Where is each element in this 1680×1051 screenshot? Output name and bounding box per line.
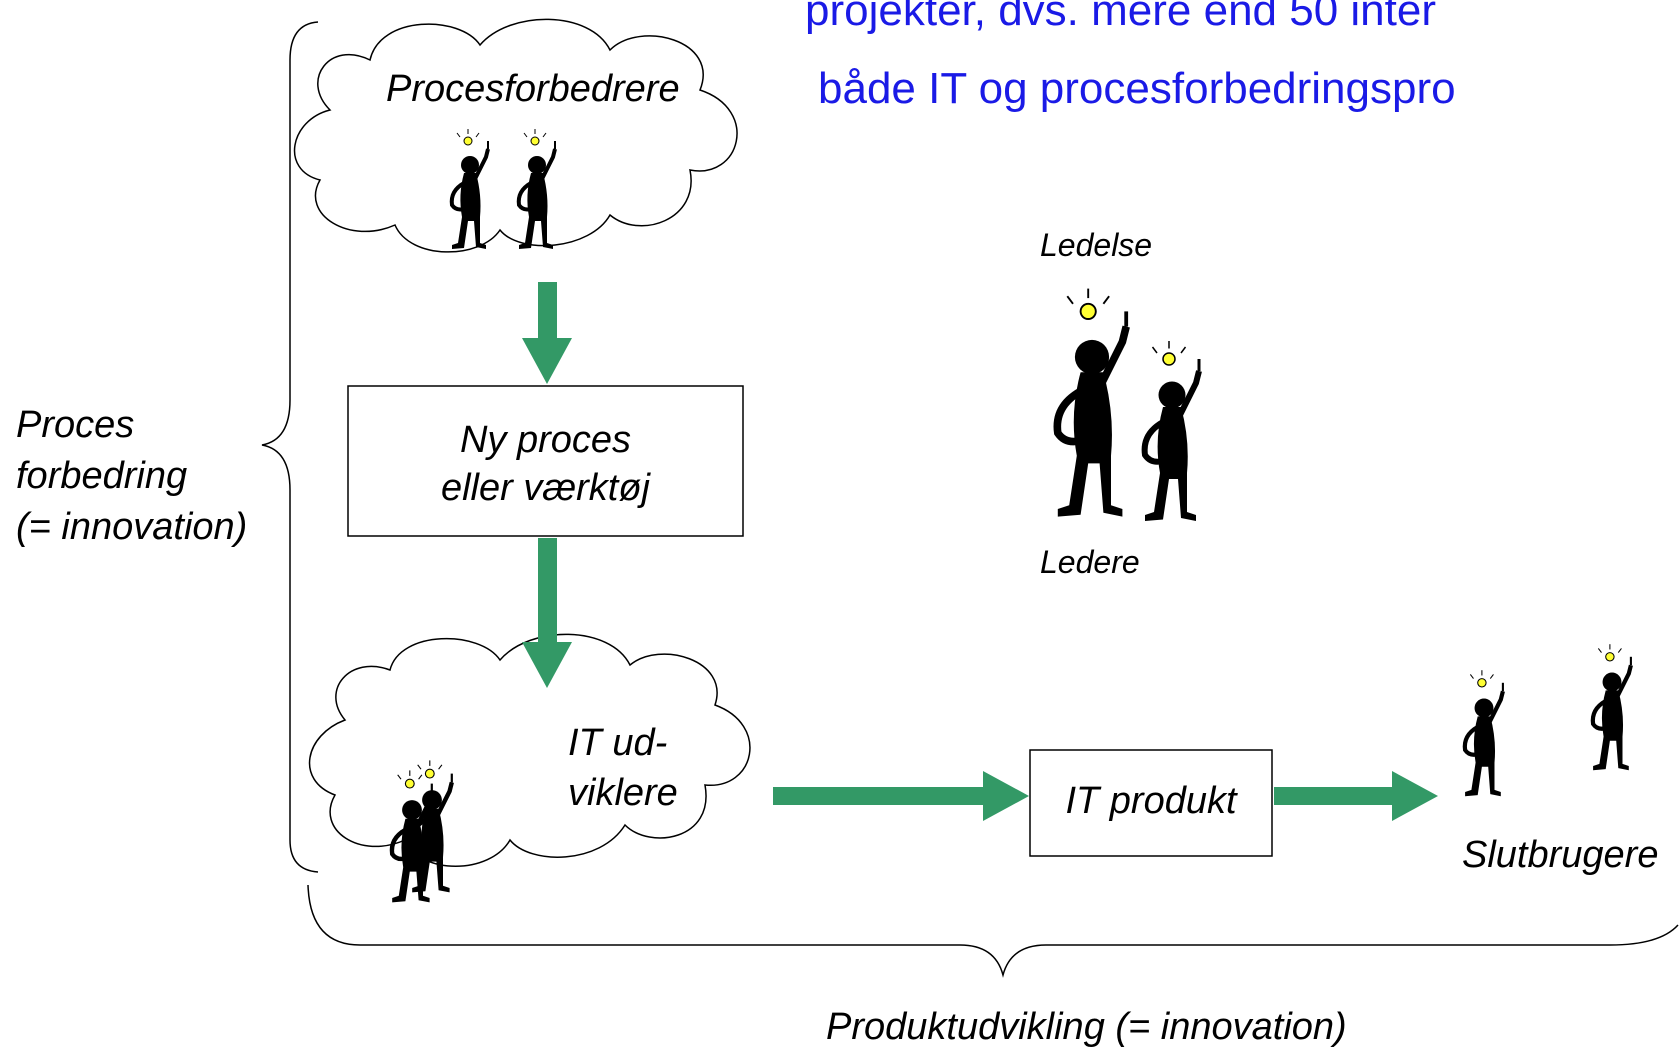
it-udviklere-label: IT ud- viklere [568, 722, 678, 814]
ledelse-label: Ledelse [1040, 227, 1153, 263]
left-brace [261, 21, 319, 873]
left-brace-label: Proces forbedring (= innovation) [16, 404, 248, 548]
it-produkt-box [1029, 749, 1273, 857]
bottom-brace [307, 884, 1679, 978]
slutbrugere-label: Slutbrugere [1462, 834, 1659, 876]
procesforbedrere-label: Procesforbedrere [386, 68, 680, 110]
it-produkt-label: IT produkt [1065, 780, 1237, 822]
arrow-product-to-users [1274, 771, 1438, 821]
ledere-people-icon [1057, 289, 1199, 521]
header-line-1: projekter, dvs. mere end 50 inter [805, 0, 1436, 35]
procesforbedrere-cloud [293, 18, 738, 253]
bottom-brace-label: Produktudvikling (= innovation) [826, 1006, 1347, 1048]
arrow-box-to-cloud [522, 538, 572, 688]
ny-proces-label: Ny proces eller værktøj [440, 419, 651, 509]
header-line-2: både IT og procesforbedringspro [818, 64, 1456, 113]
ledere-label: Ledere [1040, 544, 1140, 580]
arrow-cloud-to-box [522, 282, 572, 384]
ny-proces-box [347, 385, 744, 537]
arrow-cloud-to-product [773, 771, 1029, 821]
slutbrugere-people-icon [1465, 644, 1631, 796]
it-udviklere-cloud [308, 633, 751, 867]
